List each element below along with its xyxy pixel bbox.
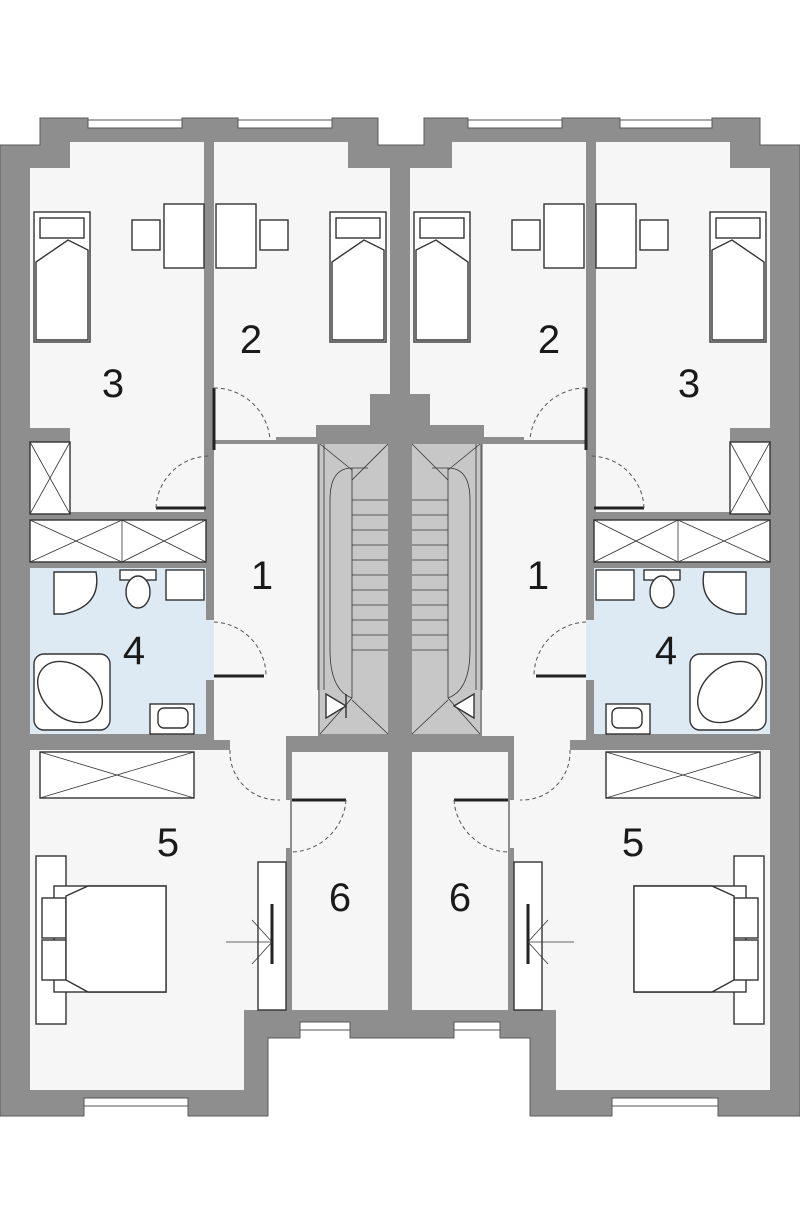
room-labels-left: 1 2 3 4 5 6: [102, 318, 351, 920]
room-label-1-left: 1: [251, 554, 273, 598]
room-6-right-floor: [412, 752, 508, 1010]
room-labels-right: 1 2 3 4 5 6: [449, 318, 700, 920]
room-label-3-left: 3: [102, 362, 124, 406]
room-label-4-left: 4: [123, 629, 145, 673]
room-label-5-right: 5: [622, 821, 644, 865]
room-1-right-floor: [482, 444, 586, 848]
room-6-left-floor: [292, 752, 388, 1010]
room-label-1-right: 1: [527, 554, 549, 598]
furniture-right: [413, 203, 771, 1025]
room-label-6-right: 6: [449, 876, 471, 920]
staircases: [317, 443, 483, 735]
furniture-left: [29, 203, 387, 1025]
doors: [155, 387, 645, 853]
room-label-3-right: 3: [678, 362, 700, 406]
windows: [83, 119, 719, 1107]
room-label-6-left: 6: [329, 876, 351, 920]
room-label-2-left: 2: [240, 318, 262, 362]
room-label-2-right: 2: [538, 318, 560, 362]
room-label-5-left: 5: [157, 821, 179, 865]
room-1-left-floor: [214, 444, 318, 848]
room-label-4-right: 4: [655, 629, 677, 673]
